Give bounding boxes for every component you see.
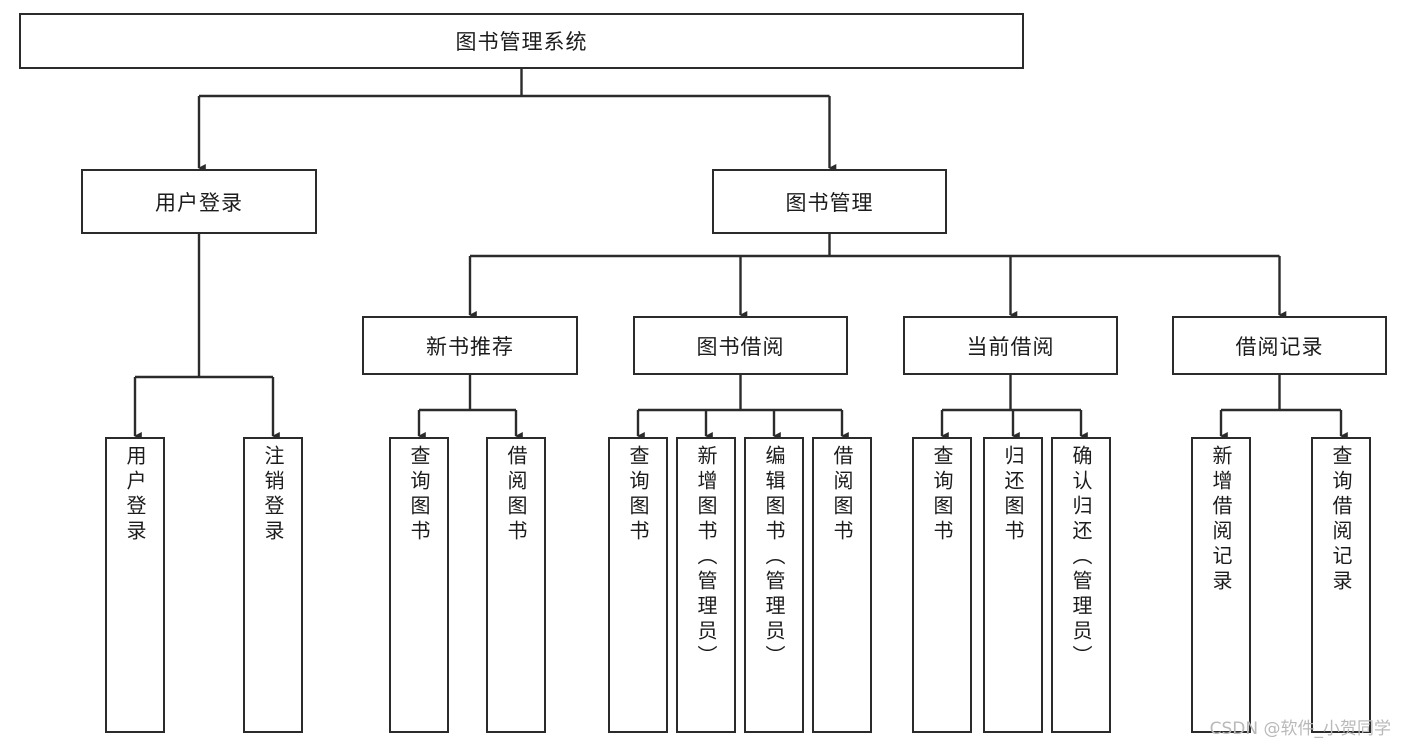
- leaf-confirm-return[interactable]: 确认归还（管理员）: [1051, 437, 1111, 733]
- leaf-user-login[interactable]: 用户登录: [105, 437, 165, 733]
- leaf-logout[interactable]: 注销登录: [243, 437, 303, 733]
- leaf-query-book-3[interactable]: 查询图书: [912, 437, 972, 733]
- leaf-return-book[interactable]: 归还图书: [983, 437, 1043, 733]
- node-label: 用户登录: [123, 445, 147, 545]
- node-label: 查询图书: [930, 445, 954, 545]
- node-label: 新增借阅记录: [1209, 445, 1233, 595]
- node-label: 图书借阅: [696, 334, 785, 359]
- node-book-borrow[interactable]: 图书借阅: [633, 316, 848, 375]
- node-label: 借阅图书: [830, 445, 854, 545]
- leaf-query-borrow-record[interactable]: 查询借阅记录: [1311, 437, 1371, 733]
- node-label: 编辑图书（管理员）: [762, 445, 786, 670]
- leaf-add-borrow-record[interactable]: 新增借阅记录: [1191, 437, 1251, 733]
- node-label: 图书管理系统: [455, 30, 588, 54]
- node-label: 查询借阅记录: [1329, 445, 1353, 595]
- node-label: 注销登录: [261, 445, 285, 545]
- node-label: 用户登录: [155, 190, 243, 215]
- node-root[interactable]: 图书管理系统: [19, 13, 1024, 69]
- node-label: 查询图书: [626, 445, 650, 545]
- node-label: 新增图书（管理员）: [694, 445, 718, 670]
- node-label: 归还图书: [1001, 445, 1025, 545]
- node-new-book-recommend[interactable]: 新书推荐: [362, 316, 578, 375]
- leaf-borrow-book-2[interactable]: 借阅图书: [812, 437, 872, 733]
- node-label: 查询图书: [407, 445, 431, 545]
- node-label: 借阅记录: [1235, 334, 1324, 359]
- leaf-query-book-2[interactable]: 查询图书: [608, 437, 668, 733]
- node-book-management[interactable]: 图书管理: [712, 169, 947, 234]
- node-borrow-record[interactable]: 借阅记录: [1172, 316, 1387, 375]
- leaf-edit-book[interactable]: 编辑图书（管理员）: [744, 437, 804, 733]
- node-user-login[interactable]: 用户登录: [81, 169, 317, 234]
- leaf-borrow-book-1[interactable]: 借阅图书: [486, 437, 546, 733]
- node-label: 确认归还（管理员）: [1069, 445, 1093, 670]
- node-label: 图书管理: [785, 190, 874, 215]
- node-current-borrow[interactable]: 当前借阅: [903, 316, 1118, 375]
- leaf-add-book[interactable]: 新增图书（管理员）: [676, 437, 736, 733]
- node-label: 当前借阅: [966, 334, 1055, 359]
- node-label: 借阅图书: [504, 445, 528, 545]
- node-label: 新书推荐: [426, 334, 514, 359]
- leaf-query-book-1[interactable]: 查询图书: [389, 437, 449, 733]
